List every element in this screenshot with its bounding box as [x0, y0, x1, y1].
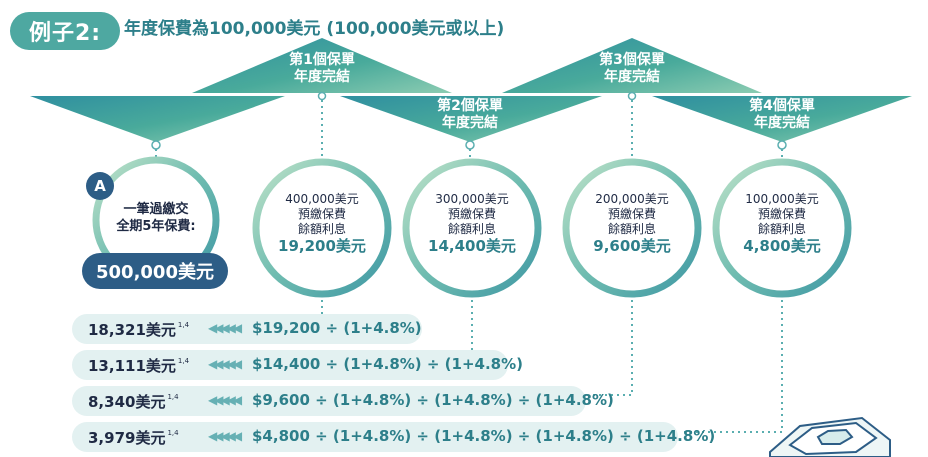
circle-label1: 預繳保費: [447, 207, 496, 221]
circle-balance: 300,000美元: [435, 192, 509, 206]
arrow-left-icon: ◀◀◀◀◀: [208, 321, 242, 335]
circle-interest: 9,600美元: [593, 237, 671, 255]
decorative-device-illustration: [769, 416, 891, 457]
row-formula-2: $14,400 ÷ (1+4.8%) ÷ (1+4.8%): [252, 355, 523, 373]
arrow-left-icon: ◀◀◀◀◀: [208, 357, 242, 371]
circle-text-year-1: 400,000美元 預繳保費 餘額利息 19,200美元: [262, 192, 382, 256]
policy-a-line1: 一筆過繳交: [123, 202, 189, 217]
triangle-label-year-1: 第1個保單 年度完結: [267, 52, 377, 86]
circle-label2: 餘額利息: [607, 222, 656, 236]
circle-year-1: [252, 158, 392, 298]
triangle-start: [30, 96, 285, 142]
circle-year-4: [712, 158, 852, 298]
row-bg-4: [72, 422, 678, 452]
row-value-text: 8,340美元: [88, 393, 166, 411]
circle-label1: 預繳保費: [607, 207, 656, 221]
triangle-label-line2: 年度完結: [604, 69, 660, 85]
circle-year-2: [402, 158, 542, 298]
triangle-label-line1: 第3個保單: [599, 52, 665, 68]
row-footnote: 1,4: [167, 393, 179, 401]
triangle-year-2: [340, 96, 602, 142]
arrow-left-icon: ◀◀◀◀◀: [208, 393, 242, 407]
row-footnote: 1,4: [177, 357, 190, 365]
row-value-text: 18,321美元: [88, 321, 176, 339]
circle-text-year-2: 300,000美元 預繳保費 餘額利息 14,400美元: [412, 192, 532, 256]
row-formula-3: $9,600 ÷ (1+4.8%) ÷ (1+4.8%) ÷ (1+4.8%): [252, 391, 614, 409]
triangle-year-4: [652, 96, 912, 142]
policy-a-amount: 500,000美元: [82, 253, 228, 289]
triangle-label-line2: 年度完結: [294, 69, 350, 85]
circle-balance: 200,000美元: [595, 192, 669, 206]
triangle-label-line2: 年度完結: [442, 115, 498, 131]
circle-interest: 14,400美元: [428, 237, 516, 255]
row-formula-1: $19,200 ÷ (1+4.8%): [252, 319, 422, 337]
triangle-label-line1: 第4個保單: [749, 98, 815, 114]
row-bg-3: [72, 386, 586, 416]
circle-label1: 預繳保費: [297, 207, 346, 221]
policy-a-badge: A: [86, 172, 114, 200]
circle-year-3: [562, 158, 702, 298]
triangle-year-1: [192, 38, 452, 93]
triangle-label-line1: 第2個保單: [437, 98, 503, 114]
triangle-label-year-4: 第4個保單 年度完結: [727, 98, 837, 132]
circle-label2: 餘額利息: [447, 222, 496, 236]
circle-interest: 19,200美元: [278, 237, 366, 255]
circle-balance: 400,000美元: [285, 192, 359, 206]
row-footnote: 1,4: [167, 429, 179, 437]
triangle-label-year-2: 第2個保單 年度完結: [415, 98, 525, 132]
row-value-text: 3,979美元: [88, 429, 166, 447]
circle-text-year-4: 100,000美元 預繳保費 餘額利息 4,800美元: [722, 192, 842, 256]
row-formula-4: $4,800 ÷ (1+4.8%) ÷ (1+4.8%) ÷ (1+4.8%) …: [252, 427, 716, 445]
triangle-label-line2: 年度完結: [754, 115, 810, 131]
row-value-text: 13,111美元: [88, 357, 176, 375]
policy-a-line2: 全期5年保費:: [116, 219, 196, 234]
row-footnote: 1,4: [177, 321, 190, 329]
example-title: 年度保費為100,000美元 (100,000美元或以上): [124, 19, 505, 39]
triangle-year-3: [502, 38, 762, 93]
circle-text-year-3: 200,000美元 預繳保費 餘額利息 9,600美元: [572, 192, 692, 256]
row-bg-1: [72, 314, 422, 344]
circle-balance: 100,000美元: [745, 192, 819, 206]
policy-a-description: 一筆過繳交 全期5年保費:: [101, 201, 211, 235]
triangle-label-line1: 第1個保單: [289, 52, 355, 68]
circle-label1: 預繳保費: [757, 207, 806, 221]
triangle-label-year-3: 第3個保單 年度完結: [577, 52, 687, 86]
circle-label2: 餘額利息: [297, 222, 346, 236]
arrow-left-icon: ◀◀◀◀◀: [208, 429, 242, 443]
circle-interest: 4,800美元: [743, 237, 821, 255]
circle-label2: 餘額利息: [757, 222, 806, 236]
row-bg-2: [72, 350, 508, 380]
example-badge: 例子2:: [10, 12, 120, 50]
